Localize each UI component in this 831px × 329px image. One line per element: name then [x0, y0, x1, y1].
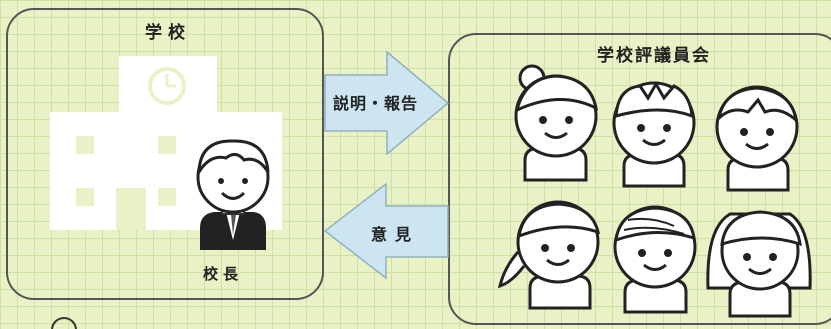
member-striped-hair-icon [613, 205, 697, 314]
member-spiky-icon [612, 80, 696, 188]
report-arrow-shape [324, 50, 450, 156]
clock-icon [148, 67, 186, 105]
member-parted-hair-icon [715, 85, 799, 192]
opinion-arrow-shape [323, 182, 449, 280]
cropped-bullet-icon [51, 317, 77, 329]
opinion-arrow-label: 意見 [371, 225, 420, 244]
principal-figure [196, 139, 270, 250]
report-arrow-label: 説明・報告 [333, 94, 419, 113]
council-panel [448, 33, 831, 325]
school-building-icon [50, 56, 282, 230]
council-members [497, 64, 812, 318]
member-bun-icon [514, 64, 599, 182]
school-title: 学校 [145, 23, 191, 43]
principal-label: 校長 [203, 265, 244, 283]
member-long-hair-icon [706, 210, 812, 318]
member-ponytail-icon [497, 200, 601, 310]
school-panel [6, 8, 324, 300]
council-title: 学校評議員会 [597, 46, 711, 66]
